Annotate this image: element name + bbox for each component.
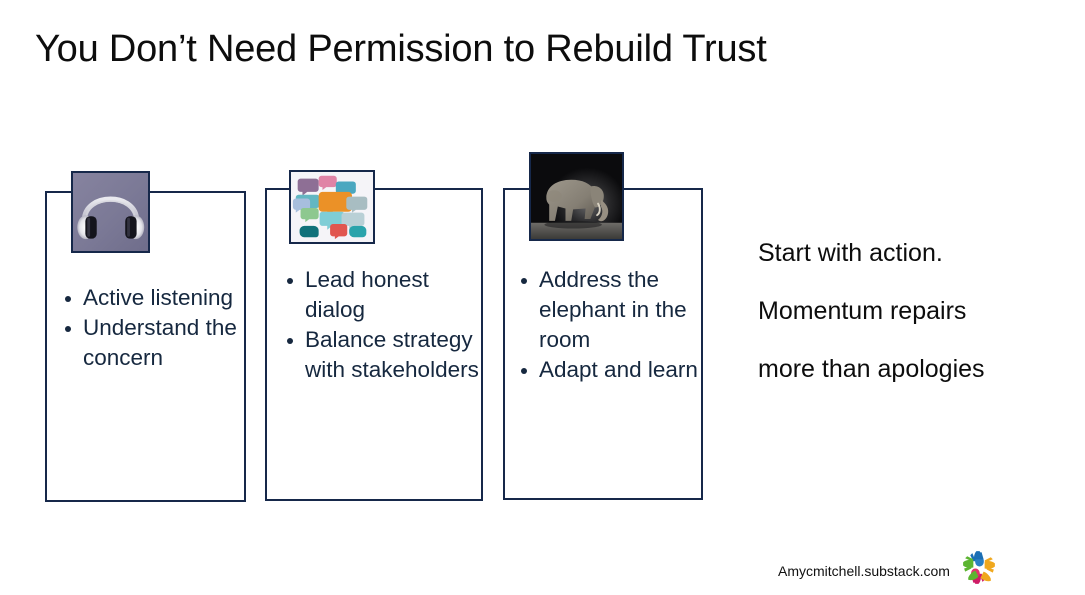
page-title: You Don’t Need Permission to Rebuild Tru… <box>35 28 767 70</box>
card-2-bullet-list: Lead honest dialog Balance strategy with… <box>284 265 484 385</box>
elephant-image <box>529 152 624 241</box>
list-item: Address the elephant in the room <box>518 265 700 355</box>
key-message-line-1: Start with action. <box>758 239 943 267</box>
key-message: Start with action. Momentum repairs more… <box>758 224 1068 398</box>
colorful-hands-logo <box>958 547 1000 588</box>
list-item: Adapt and learn <box>518 355 700 385</box>
list-item: Balance strategy with stakeholders <box>284 325 484 385</box>
footer-url[interactable]: Amycmitchell.substack.com <box>778 562 950 579</box>
speech-bubbles-image <box>289 170 375 244</box>
card-3-bullet-list: Address the elephant in the room Adapt a… <box>518 265 700 385</box>
footer: Amycmitchell.substack.com <box>778 547 1000 588</box>
list-item: Understand the concern <box>62 313 242 373</box>
card-1-bullet-list: Active listening Understand the concern <box>62 283 242 373</box>
list-item: Lead honest dialog <box>284 265 484 325</box>
headphones-image <box>71 171 150 253</box>
key-message-line-3: more than apologies <box>758 355 985 383</box>
list-item: Active listening <box>62 283 242 313</box>
key-message-line-2: Momentum repairs <box>758 297 967 325</box>
